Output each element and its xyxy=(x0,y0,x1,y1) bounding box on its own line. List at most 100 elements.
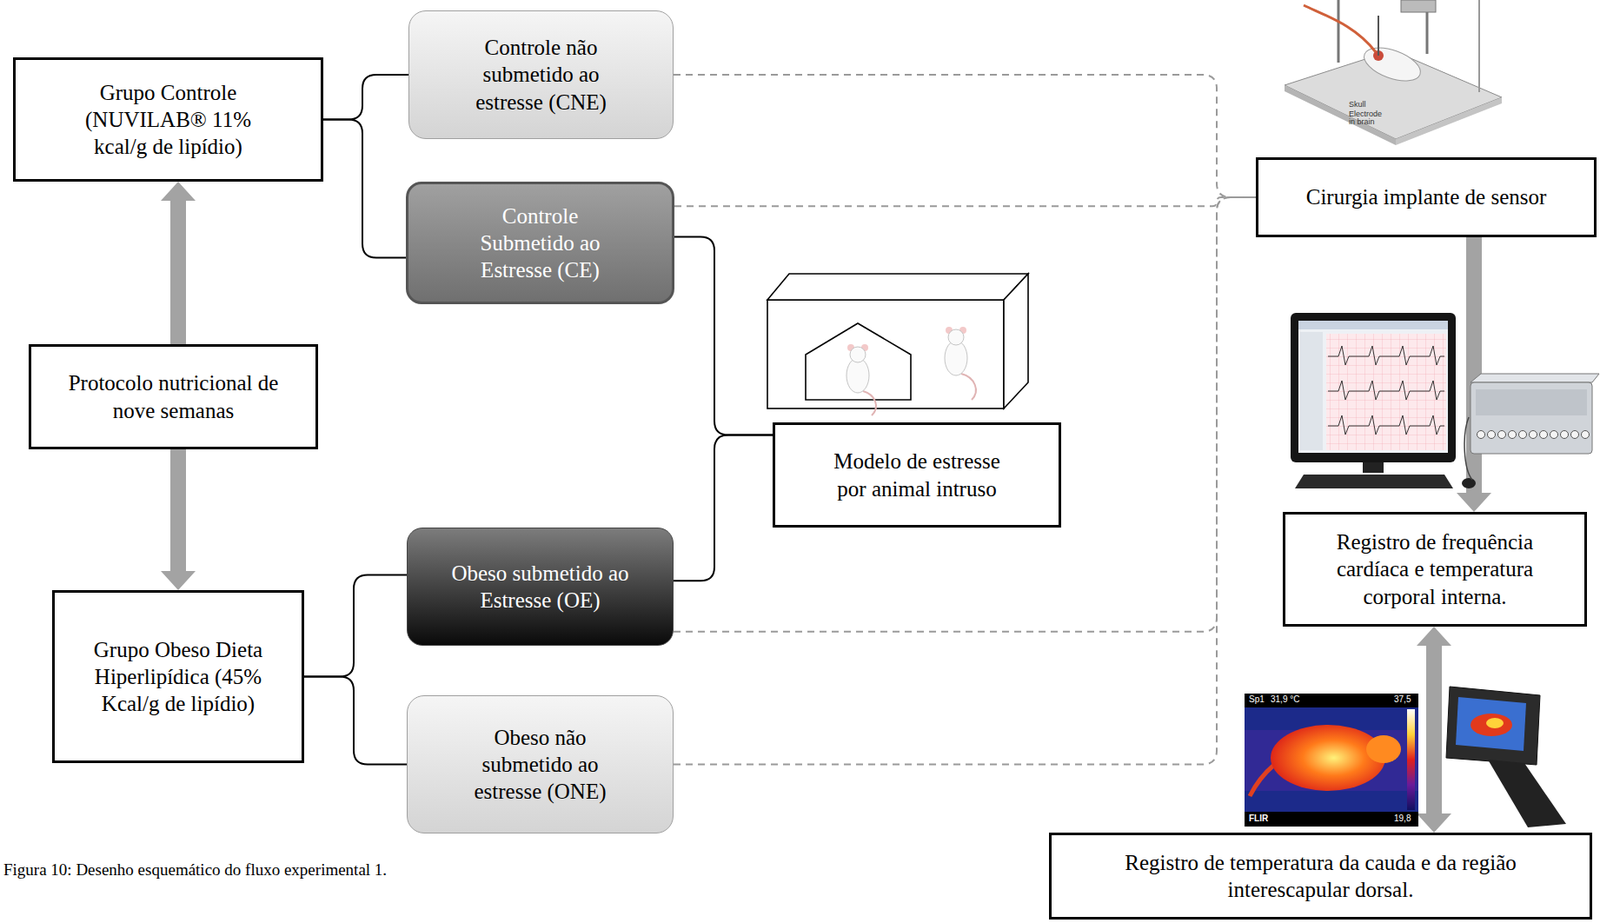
model-box: Modelo de estresse por animal intruso xyxy=(772,422,1062,528)
drawing-ellipse xyxy=(849,346,866,363)
drawing-ellipse xyxy=(1270,724,1386,791)
drawing-circle xyxy=(1560,431,1569,439)
drawing-ellipse xyxy=(1461,478,1476,489)
drawing-path xyxy=(1303,5,1376,53)
bracket-connector xyxy=(323,119,406,259)
drawing-line xyxy=(1337,0,1341,63)
image-text: 37,5 xyxy=(1394,695,1411,705)
node-text: Grupo Obeso Dieta Hiperlipídica (45% Kca… xyxy=(91,636,266,718)
drawing-circle xyxy=(1581,431,1590,439)
node-text: Obeso não submetido ao estresse (ONE) xyxy=(462,723,619,806)
drawing-ellipse xyxy=(1470,713,1513,737)
group-box: Grupo Controle (NUVILAB® 11% kcal/g de l… xyxy=(13,57,324,182)
drawing-rect xyxy=(1475,389,1587,416)
bracket-connector xyxy=(323,74,409,120)
block-arrow xyxy=(160,449,196,591)
condition-box: Obeso submetido ao Estresse (OE) xyxy=(406,527,674,646)
node-text: Registro de frequência cardíaca e temper… xyxy=(1311,528,1560,611)
intruder-cage xyxy=(767,273,1029,409)
stereotaxic-frame xyxy=(1284,0,1502,146)
drawing-rect xyxy=(767,299,1004,409)
rat-drawing xyxy=(846,344,877,416)
block-arrow xyxy=(1416,626,1452,833)
condition-box: Obeso não submetido ao estresse (ONE) xyxy=(406,695,674,834)
drawing-rect xyxy=(1298,320,1448,453)
drawing-line xyxy=(1478,0,1481,93)
drawing-polyline xyxy=(1327,415,1445,435)
drawing-ellipse xyxy=(846,358,870,393)
drawing-line xyxy=(1377,15,1380,56)
drawing-circle xyxy=(1571,431,1580,439)
drawing-path xyxy=(805,323,911,400)
drawing-polyline xyxy=(1327,380,1445,400)
drawing-ellipse xyxy=(944,340,968,376)
thermal-image xyxy=(1244,693,1419,827)
dashed-connector xyxy=(673,197,1256,765)
figure-caption: Figura 10: Desenho esquemático do fluxo … xyxy=(3,860,387,881)
thermal-camera xyxy=(1446,686,1567,828)
group-box: Grupo Obeso Dieta Hiperlipídica (45% Kca… xyxy=(52,590,305,764)
node-text: Controle não submetido ao estresse (CNE) xyxy=(463,33,620,116)
drawing-circle xyxy=(1550,431,1559,439)
drawing-rect xyxy=(1470,382,1593,454)
dashed-connector xyxy=(673,197,1256,632)
node-text: Controle Submetido ao Estresse (CE) xyxy=(462,202,619,285)
drawing-rect xyxy=(1298,320,1448,330)
node-text: Modelo de estresse por animal intruso xyxy=(816,447,1017,503)
protocol-box: Protocolo nutricional de nove semanas xyxy=(28,344,319,450)
drawing-ellipse xyxy=(1360,40,1426,87)
drawing-ellipse xyxy=(1366,735,1401,764)
drawing-circle xyxy=(1477,431,1486,439)
drawing-polygon xyxy=(767,273,1029,300)
bracket-connector xyxy=(304,677,407,765)
acquisition-box xyxy=(1464,373,1600,480)
drawing-rect xyxy=(1244,693,1419,708)
drawing-rect xyxy=(1407,709,1415,810)
bracket-connector xyxy=(674,236,773,435)
drawing-ellipse xyxy=(948,329,964,346)
drawing-circle xyxy=(1508,431,1517,439)
drawing-polyline xyxy=(1327,345,1445,366)
drawing-circle xyxy=(1529,431,1538,439)
image-text: 19,8 xyxy=(1394,814,1411,824)
image-text: 31,9 °C xyxy=(1270,695,1300,705)
drawing-g xyxy=(1477,431,1590,439)
drawing-polygon xyxy=(1470,373,1600,383)
drawing-rect xyxy=(1290,312,1456,463)
drawing-path xyxy=(1446,686,1541,765)
drawing-polygon xyxy=(1284,85,1396,146)
node-text: Grupo Controle (NUVILAB® 11% kcal/g de l… xyxy=(59,79,278,161)
rat-drawing xyxy=(944,326,976,400)
drawing-polygon xyxy=(1003,273,1029,409)
process-box: Registro de temperatura da cauda e da re… xyxy=(1048,832,1593,920)
drawing-path xyxy=(863,391,877,416)
drawing-rect xyxy=(1244,811,1419,827)
drawing-rect xyxy=(1400,0,1436,13)
drawing-rect xyxy=(1362,462,1384,473)
block-arrow xyxy=(160,181,196,345)
condition-box: Controle Submetido ao Estresse (CE) xyxy=(405,181,675,305)
drawing-polygon xyxy=(1455,697,1527,751)
dashed-connector xyxy=(674,197,1256,206)
drawing-polygon xyxy=(1487,759,1567,828)
drawing-polygon xyxy=(1395,97,1502,146)
image-text: Sp1 xyxy=(1248,695,1265,705)
computer-monitor xyxy=(1290,312,1476,489)
image-text: Skull xyxy=(1348,100,1367,109)
drawing-rect xyxy=(1326,333,1447,451)
image-text: FLIR xyxy=(1248,814,1269,824)
node-text: Obeso submetido ao Estresse (OE) xyxy=(446,559,634,615)
drawing-circle xyxy=(1487,431,1496,439)
drawing-ellipse xyxy=(1486,717,1504,729)
dashed-connector xyxy=(673,74,1256,198)
bracket-connector xyxy=(304,574,407,677)
node-text: Registro de temperatura da cauda e da re… xyxy=(1121,849,1521,904)
drawing-rect xyxy=(1244,693,1419,827)
drawing-circle xyxy=(1540,431,1548,439)
drawing-path xyxy=(961,373,976,400)
node-text: Cirurgia implante de sensor xyxy=(1306,183,1547,211)
node-text: Protocolo nutricional de nove semanas xyxy=(65,369,283,425)
drawing-circle xyxy=(1519,431,1527,439)
process-box: Registro de frequência cardíaca e temper… xyxy=(1282,511,1587,627)
